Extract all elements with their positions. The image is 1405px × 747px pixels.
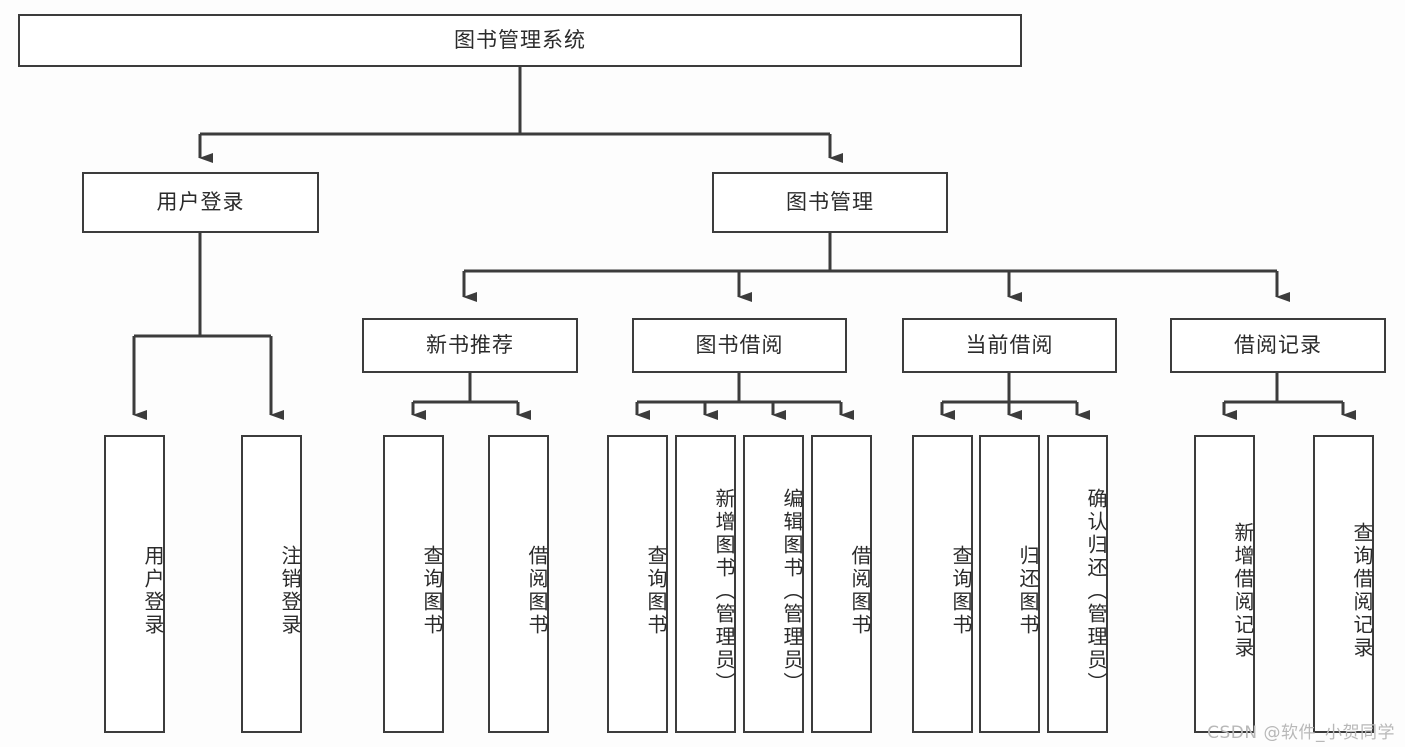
leaf-current-borrow-return-books[interactable]: 归还图书: [979, 435, 1040, 733]
leaf-new-book-query-books[interactable]: 查询图书: [383, 435, 444, 733]
node-new-book-recommendation[interactable]: 新书推荐: [362, 318, 578, 373]
node-label: 新书推荐: [426, 332, 514, 357]
node-label: 新增借阅记录: [1231, 522, 1255, 660]
node-borrow-record[interactable]: 借阅记录: [1170, 318, 1386, 373]
node-label: 借阅图书: [525, 545, 549, 637]
leaf-book-borrow-query-books[interactable]: 查询图书: [607, 435, 668, 733]
node-label: 借阅记录: [1234, 332, 1322, 357]
leaf-new-book-borrow-books[interactable]: 借阅图书: [488, 435, 549, 733]
leaf-current-borrow-query-books[interactable]: 查询图书: [912, 435, 973, 733]
node-label: 新增图书（管理员）: [712, 487, 736, 695]
node-label: 用户登录: [141, 545, 165, 637]
leaf-user-login-login[interactable]: 用户登录: [104, 435, 165, 733]
csdn-watermark: CSDN @软件_小贺同学: [1207, 723, 1395, 743]
node-book-borrow[interactable]: 图书借阅: [632, 318, 847, 373]
node-root-book-management-system[interactable]: 图书管理系统: [18, 14, 1022, 67]
node-user-login[interactable]: 用户登录: [82, 172, 319, 233]
node-label: 查询图书: [644, 545, 668, 637]
node-label: 查询图书: [949, 545, 973, 637]
leaf-current-borrow-confirm-return-admin[interactable]: 确认归还（管理员）: [1047, 435, 1108, 733]
node-label: 用户登录: [156, 189, 245, 214]
node-book-management[interactable]: 图书管理: [712, 172, 948, 233]
node-label: 编辑图书（管理员）: [780, 487, 804, 695]
leaf-book-borrow-borrow-books[interactable]: 借阅图书: [811, 435, 872, 733]
node-current-borrow[interactable]: 当前借阅: [902, 318, 1117, 373]
leaf-book-borrow-add-book-admin[interactable]: 新增图书（管理员）: [675, 435, 736, 733]
leaf-book-borrow-edit-book-admin[interactable]: 编辑图书（管理员）: [743, 435, 804, 733]
node-label: 借阅图书: [848, 545, 872, 637]
node-label: 归还图书: [1016, 545, 1040, 637]
node-label: 查询借阅记录: [1350, 522, 1374, 660]
node-label: 查询图书: [420, 545, 444, 637]
node-label: 图书管理系统: [454, 27, 586, 52]
leaf-user-login-logout[interactable]: 注销登录: [241, 435, 302, 733]
node-label: 注销登录: [278, 545, 302, 637]
node-label: 当前借阅: [965, 332, 1054, 357]
leaf-borrow-record-add-record[interactable]: 新增借阅记录: [1194, 435, 1255, 733]
node-label: 图书管理: [786, 189, 874, 214]
node-label: 图书借阅: [695, 332, 784, 357]
leaf-borrow-record-query-record[interactable]: 查询借阅记录: [1313, 435, 1374, 733]
node-label: 确认归还（管理员）: [1084, 487, 1108, 695]
